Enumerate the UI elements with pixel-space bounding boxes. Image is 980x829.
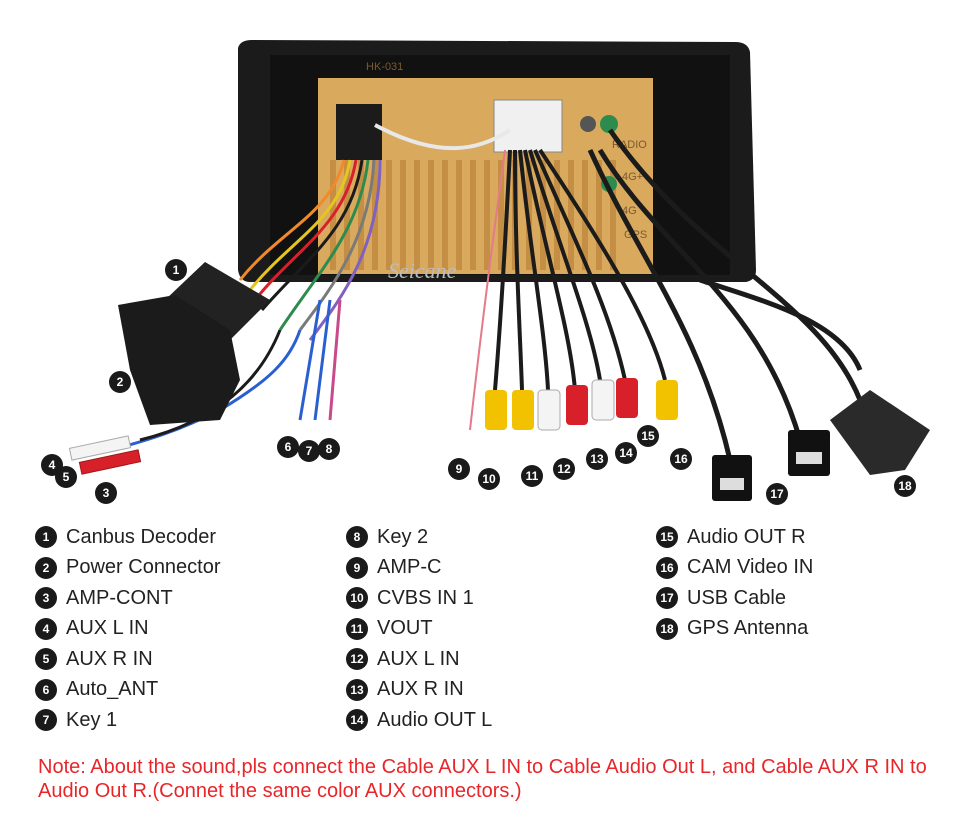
legend-label: AUX R IN xyxy=(377,678,464,701)
legend-item: 18 GPS Antenna xyxy=(656,614,813,645)
legend-label: Auto_ANT xyxy=(66,678,159,701)
fourg2-label: 4G xyxy=(622,205,637,217)
legend-number: 2 xyxy=(35,556,57,579)
legend-number: 17 xyxy=(656,587,678,610)
canbus-decoder xyxy=(165,262,270,340)
legend-item: 9 AMP-C xyxy=(346,553,492,584)
legend-item: 7 Key 1 xyxy=(35,705,221,736)
callout-9: 9 xyxy=(448,458,470,480)
legend-item: 12 AUX L IN xyxy=(346,644,492,675)
legend-item: 11 VOUT xyxy=(346,614,492,645)
legend-number: 9 xyxy=(346,556,368,579)
callout-14: 14 xyxy=(615,442,637,464)
legend-item: 3 AMP-CONT xyxy=(35,583,221,614)
legend-label: AUX L IN xyxy=(66,617,149,640)
legend-number: 6 xyxy=(35,678,57,701)
legend-number: 5 xyxy=(35,648,57,671)
callout-8: 8 xyxy=(318,438,340,460)
watermark: Seicane xyxy=(388,258,457,283)
legend-item: 5 AUX R IN xyxy=(35,644,221,675)
rca-plugs xyxy=(485,378,678,431)
main-socket xyxy=(336,104,382,160)
callout-3: 3 xyxy=(95,482,117,504)
legend-item: 4 AUX L IN xyxy=(35,614,221,645)
callout-1: 1 xyxy=(165,259,187,281)
harness-wires xyxy=(109,123,512,452)
callout-13: 13 xyxy=(586,448,608,470)
legend-item: 8 Key 2 xyxy=(346,522,492,553)
sound-connection-note: Note: About the sound,pls connect the Ca… xyxy=(38,756,927,802)
legend-number: 3 xyxy=(35,587,57,610)
fourg-label: 4G+ xyxy=(622,171,643,183)
legend-number: 12 xyxy=(346,648,368,671)
legend-number: 11 xyxy=(346,617,368,640)
legend-label: Canbus Decoder xyxy=(66,525,217,548)
legend-label: Key 1 xyxy=(66,708,118,731)
legend-item: 16 CAM Video IN xyxy=(656,553,813,584)
legend-number: 4 xyxy=(35,617,57,640)
legend-item: 13 AUX R IN xyxy=(346,675,492,706)
legend-item: 10 CVBS IN 1 xyxy=(346,583,492,614)
legend-item: 2 Power Connector xyxy=(35,553,221,584)
legend-number: 15 xyxy=(656,526,678,549)
callout-2: 2 xyxy=(109,371,131,393)
legend-label: AUX R IN xyxy=(66,647,153,670)
callout-11: 11 xyxy=(521,465,543,487)
legend-label: Audio OUT L xyxy=(377,708,493,731)
legend-label: VOUT xyxy=(377,617,433,640)
legend-number: 8 xyxy=(346,526,368,549)
callout-7: 7 xyxy=(298,440,320,462)
legend-number: 7 xyxy=(35,709,57,732)
legend-number: 18 xyxy=(656,617,678,640)
legend-label: USB Cable xyxy=(687,586,786,609)
legend-number: 14 xyxy=(346,709,368,732)
left-rca-pair xyxy=(68,435,142,475)
gps-antenna xyxy=(830,390,930,475)
legend-label: AMP-CONT xyxy=(66,586,173,609)
callout-10: 10 xyxy=(478,468,500,490)
legend-item: 6 Auto_ANT xyxy=(35,675,221,706)
legend-column-1: 1 Canbus Decoder 2 Power Connector 3 AMP-CO… xyxy=(35,522,221,736)
legend-number: 13 xyxy=(346,678,368,701)
callout-12: 12 xyxy=(553,458,575,480)
legend-number: 10 xyxy=(346,587,368,610)
power-connector xyxy=(118,295,240,425)
antenna-socket xyxy=(600,115,618,133)
legend-item: 14 Audio OUT L xyxy=(346,705,492,736)
center-rca-group xyxy=(493,148,667,391)
legend-label: AMP-C xyxy=(377,556,442,579)
callout-17: 17 xyxy=(766,483,788,505)
legend-label: Audio OUT R xyxy=(687,525,806,548)
callout-6: 6 xyxy=(277,436,299,458)
callout-18: 18 xyxy=(894,475,916,497)
legend-item: 17 USB Cable xyxy=(656,583,813,614)
legend-number: 1 xyxy=(35,526,57,549)
legend-item: 1 Canbus Decoder xyxy=(35,522,221,553)
legend-column-2: 8 Key 2 9 AMP-C 10 CVBS IN 1 11 VOUT 12 AUX L… xyxy=(346,522,492,736)
wiring-diagram: HK-031 RADIO 4G+ 4G GPS Seicane xyxy=(68,40,930,501)
callout-5: 5 xyxy=(55,466,77,488)
amp-c-wire xyxy=(469,149,506,431)
legend-number: 16 xyxy=(656,556,678,579)
legend-label: Key 2 xyxy=(377,525,429,548)
radio-socket xyxy=(580,116,596,132)
legend-label: AUX L IN xyxy=(377,647,460,670)
legend-column-3: 15 Audio OUT R 16 CAM Video IN 17 USB Cable… xyxy=(656,522,813,644)
legend-label: GPS Antenna xyxy=(687,617,809,640)
legend-label: CAM Video IN xyxy=(687,556,814,579)
callout-15: 15 xyxy=(637,425,659,447)
legend-item: 15 Audio OUT R xyxy=(656,522,813,553)
callout-16: 16 xyxy=(670,448,692,470)
legend-label: CVBS IN 1 xyxy=(377,586,474,609)
legend-label: Power Connector xyxy=(66,556,221,579)
model-label: HK-031 xyxy=(366,61,403,73)
aux-socket xyxy=(493,99,563,153)
usb-gps-cables xyxy=(587,128,863,461)
